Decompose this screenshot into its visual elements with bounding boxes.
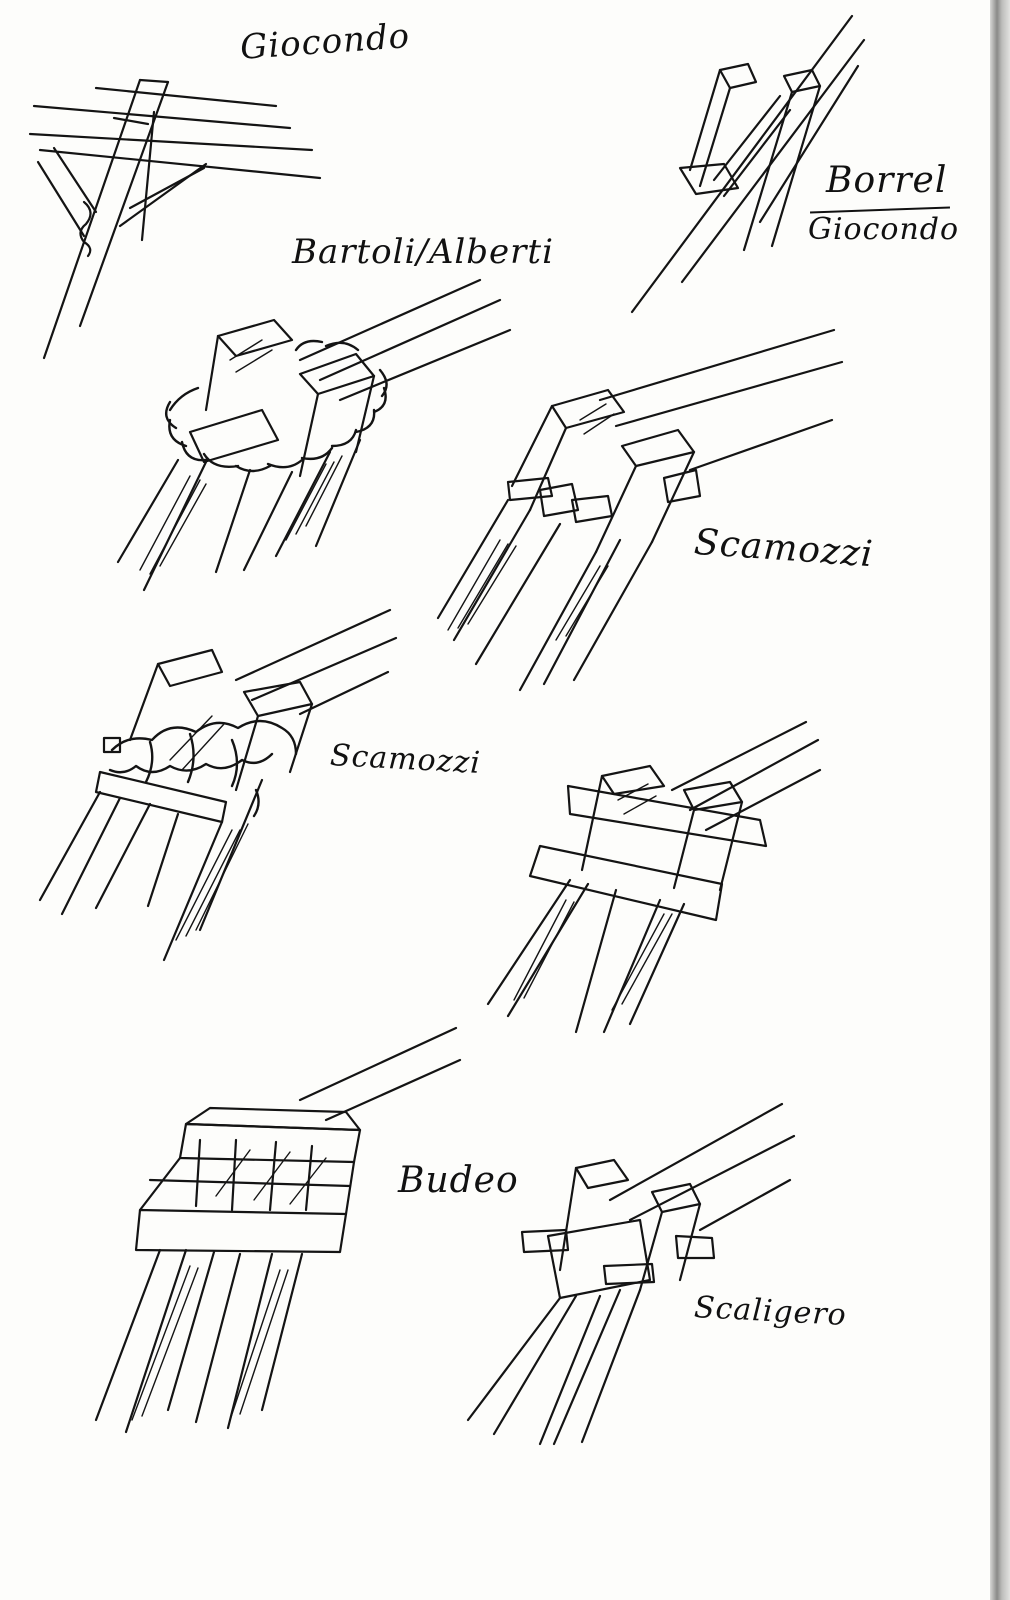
sketch-scaligero-joint <box>466 1102 796 1446</box>
notebook-page-edge <box>990 0 1010 1600</box>
label-bartoli-alberti: Bartoli/Alberti <box>292 232 554 272</box>
sketch-scamozzi-joint-1 <box>436 328 844 692</box>
hatch-shading <box>169 715 249 941</box>
rope-lashing <box>164 339 388 473</box>
label-giocondo-under-borrel: Giocondo <box>808 212 960 247</box>
label-budeo: Budeo <box>398 1160 519 1201</box>
sketch-bartoli-alberti-joint <box>116 278 512 592</box>
hatch-shading <box>447 403 615 641</box>
sketch-borrel-joint <box>630 14 866 314</box>
sketch-giocondo-joint <box>28 78 322 360</box>
sketch-scamozzi-joint-2 <box>38 608 398 962</box>
sketch-collar-joint <box>486 720 822 1034</box>
sketch-budeo-joint <box>94 1026 462 1434</box>
hatch-shading <box>139 339 343 575</box>
label-borrel: Borrel <box>826 160 948 201</box>
hatch-shading <box>131 1149 327 1421</box>
hatch-shading <box>513 783 673 1011</box>
